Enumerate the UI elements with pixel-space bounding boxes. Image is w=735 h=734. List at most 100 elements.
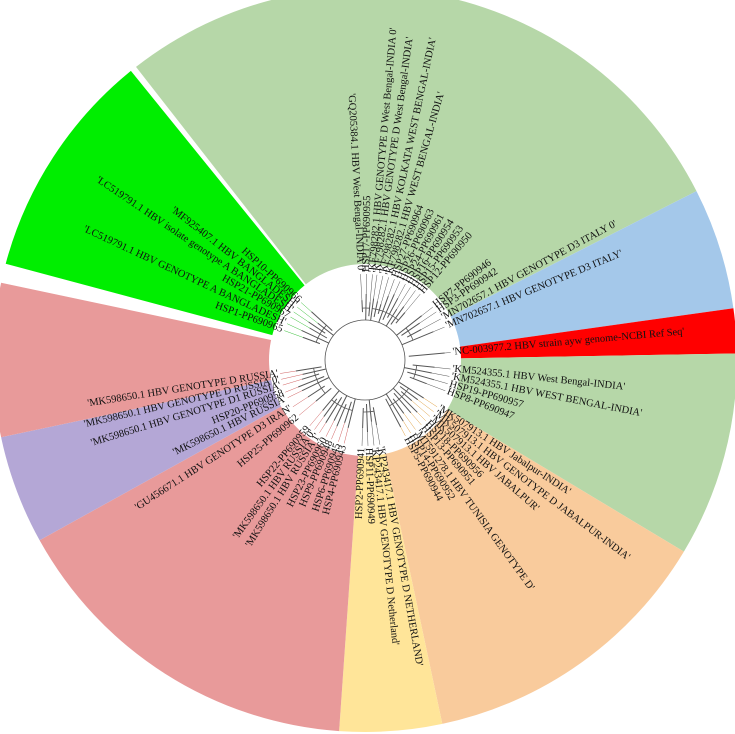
branch bbox=[396, 315, 423, 336]
branch bbox=[298, 376, 325, 388]
branch bbox=[409, 376, 427, 385]
branch bbox=[385, 308, 398, 327]
sector-russia-lower bbox=[39, 360, 365, 732]
leaf-guide bbox=[367, 431, 369, 446]
leaf-label: HSP17-PP690955 bbox=[361, 195, 373, 272]
branch bbox=[392, 387, 418, 413]
branch bbox=[407, 371, 435, 381]
leaf-guide bbox=[421, 318, 441, 330]
branch bbox=[315, 387, 332, 402]
leaf-guide bbox=[292, 396, 309, 408]
leaf-guide bbox=[290, 316, 310, 329]
leaf-guide bbox=[331, 426, 338, 440]
leaf-guide bbox=[371, 421, 375, 446]
leaf-guide bbox=[300, 302, 312, 312]
clade-arc bbox=[313, 368, 326, 394]
branch bbox=[368, 302, 371, 317]
branch bbox=[385, 398, 402, 428]
branch bbox=[309, 327, 328, 339]
branch bbox=[392, 398, 405, 414]
leaf-guide bbox=[426, 383, 446, 392]
leaf-guide bbox=[410, 412, 422, 426]
leaf-guide bbox=[417, 399, 434, 412]
leaf-guide bbox=[281, 374, 303, 380]
leaf-guide bbox=[285, 386, 299, 393]
branch bbox=[408, 352, 445, 357]
branch bbox=[372, 407, 377, 426]
branch bbox=[398, 381, 424, 399]
branch bbox=[365, 293, 367, 321]
leaf-guide bbox=[376, 424, 381, 445]
branch bbox=[385, 393, 404, 422]
branch bbox=[301, 329, 329, 344]
leaf-guide bbox=[400, 426, 406, 437]
branch bbox=[382, 293, 395, 321]
branch bbox=[322, 390, 340, 411]
branch bbox=[311, 311, 333, 331]
leaf-guide bbox=[284, 330, 304, 338]
branch bbox=[377, 304, 382, 315]
sector-jabalpur bbox=[365, 360, 684, 724]
branch bbox=[368, 399, 372, 422]
clade-arc bbox=[363, 410, 375, 413]
leaf-guide bbox=[423, 397, 438, 408]
leaf-guide bbox=[338, 422, 345, 442]
leaf-guide bbox=[403, 413, 416, 430]
leaf-guide bbox=[319, 422, 327, 434]
leaf-guide bbox=[433, 326, 445, 332]
clade-arc bbox=[413, 365, 418, 379]
branch bbox=[395, 312, 406, 324]
sector-iran-d3 bbox=[1, 360, 365, 541]
leaf-guide bbox=[287, 390, 303, 398]
branch bbox=[399, 386, 419, 401]
leaf-guide bbox=[434, 367, 451, 370]
branch bbox=[325, 397, 343, 424]
leaf-guide bbox=[411, 400, 431, 417]
leaf-guide bbox=[417, 412, 426, 421]
sector-italy-d3 bbox=[365, 191, 734, 360]
clade-arc bbox=[331, 399, 353, 411]
leaf-guide bbox=[325, 420, 335, 437]
leaf-guide bbox=[314, 416, 325, 430]
leaf-guide bbox=[403, 290, 416, 307]
tree-branches bbox=[280, 273, 451, 446]
leaf-guide bbox=[434, 379, 448, 384]
leaf-guide bbox=[309, 410, 323, 427]
leaf-guide bbox=[373, 274, 378, 299]
sector-bangladesh bbox=[5, 70, 365, 361]
branch bbox=[393, 392, 412, 414]
branch bbox=[344, 401, 352, 423]
branch bbox=[307, 385, 325, 398]
branch bbox=[401, 331, 434, 346]
clade-arc bbox=[389, 388, 409, 407]
clade-arc bbox=[372, 308, 399, 321]
branch bbox=[317, 322, 334, 336]
leaf-guide bbox=[280, 370, 296, 374]
clade-arc bbox=[405, 327, 414, 341]
sector-green-west-bengal-right bbox=[365, 353, 735, 552]
branch bbox=[333, 395, 348, 421]
branch bbox=[295, 366, 322, 372]
leaf-guide bbox=[444, 352, 451, 354]
branch bbox=[406, 329, 422, 338]
root-ring bbox=[324, 319, 406, 401]
leaf-guide bbox=[397, 283, 406, 299]
clade-arc bbox=[315, 324, 327, 343]
leaf-guide bbox=[361, 427, 363, 446]
branch bbox=[390, 306, 405, 325]
leaf-label: HSP11-PP690949 bbox=[363, 448, 377, 524]
branch bbox=[302, 336, 321, 345]
leaf-guide bbox=[282, 379, 302, 386]
branch bbox=[366, 403, 368, 433]
leaf-guide bbox=[419, 311, 437, 324]
leaf-guide bbox=[388, 279, 395, 297]
sector-green-west-bengal-top bbox=[136, 0, 697, 360]
leaf-guide bbox=[377, 275, 384, 302]
leaf-label: HSP2-PP690941 bbox=[354, 448, 367, 520]
sector-russia-upper bbox=[0, 282, 365, 438]
branch bbox=[347, 398, 356, 429]
leaf-guide bbox=[402, 420, 411, 434]
branch bbox=[404, 367, 432, 374]
leaf-guide bbox=[293, 311, 309, 323]
